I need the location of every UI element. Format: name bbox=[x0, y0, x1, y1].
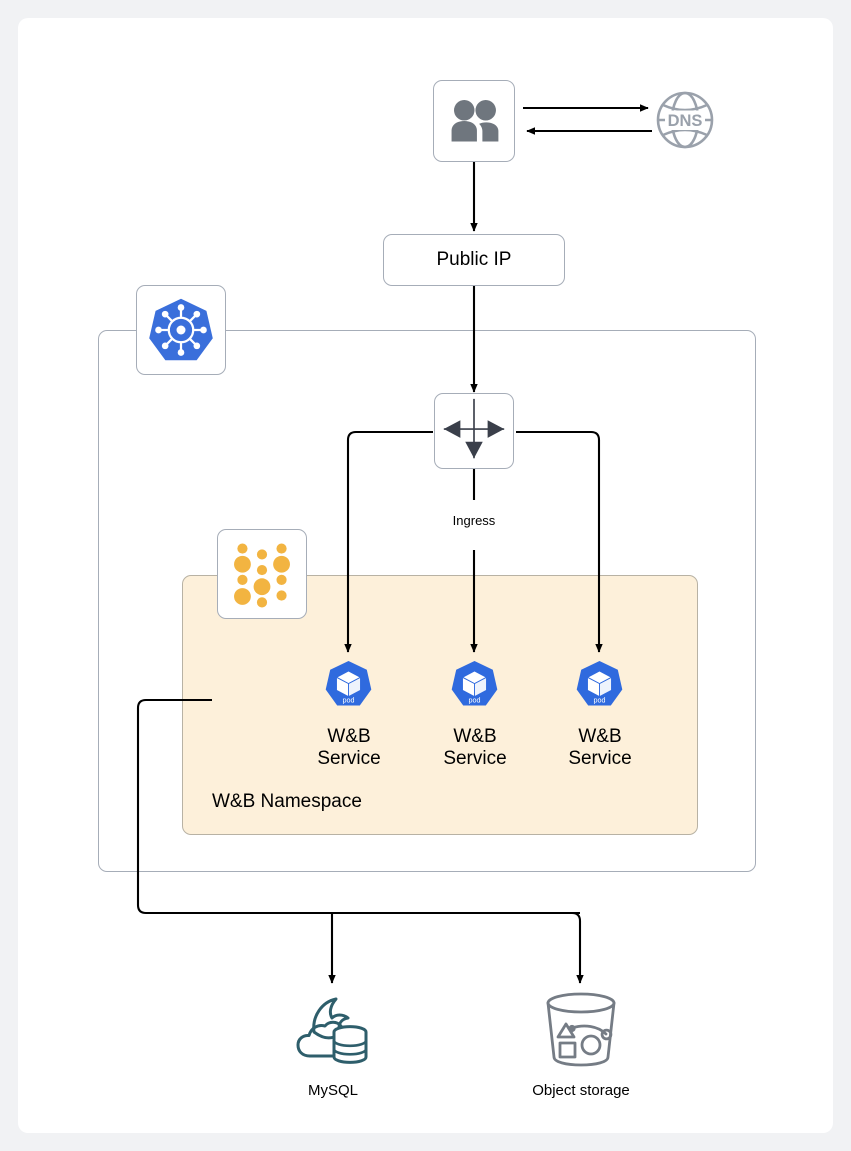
wandb-service-1-label: W&B Service bbox=[317, 726, 381, 770]
pod-icon: pod bbox=[451, 661, 498, 706]
ingress-label: Ingress bbox=[452, 513, 496, 528]
mysql-label: MySQL bbox=[307, 1082, 358, 1099]
pod-icon: pod bbox=[576, 661, 623, 706]
namespace-dots-icon bbox=[234, 543, 290, 608]
wandb-service-2-label: W&B Service bbox=[443, 726, 507, 770]
namespace-badge[interactable] bbox=[217, 529, 307, 619]
users-icon bbox=[451, 100, 499, 142]
wandb-service-1[interactable]: pod bbox=[320, 659, 377, 719]
kubernetes-cluster-badge[interactable] bbox=[136, 285, 226, 375]
pod-badge-label: pod bbox=[469, 696, 481, 705]
mysql-dolphin-icon bbox=[296, 997, 368, 1064]
dns-label: DNS bbox=[668, 112, 703, 130]
wandb-namespace-label: W&B Namespace bbox=[212, 791, 362, 812]
object-storage-node[interactable] bbox=[538, 990, 624, 1068]
public-ip-node[interactable]: Public IP bbox=[383, 234, 565, 286]
ingress-arrows-icon bbox=[443, 398, 505, 459]
pod-badge-label: pod bbox=[594, 696, 606, 705]
kubernetes-icon bbox=[149, 298, 213, 361]
wandb-service-3[interactable]: pod bbox=[571, 659, 628, 719]
pod-badge-label: pod bbox=[343, 696, 355, 705]
users-node[interactable] bbox=[433, 80, 515, 162]
mysql-node[interactable] bbox=[292, 990, 374, 1068]
ingress-node[interactable] bbox=[434, 393, 514, 469]
bucket-icon bbox=[546, 992, 616, 1067]
wandb-service-3-label: W&B Service bbox=[568, 726, 632, 770]
object-storage-label: Object storage bbox=[532, 1082, 630, 1099]
public-ip-label: Public IP bbox=[436, 249, 512, 270]
dns-node[interactable]: DNS bbox=[653, 88, 717, 152]
pod-icon: pod bbox=[325, 661, 372, 706]
dns-globe-icon: DNS bbox=[656, 91, 714, 149]
wandb-service-2[interactable]: pod bbox=[446, 659, 503, 719]
